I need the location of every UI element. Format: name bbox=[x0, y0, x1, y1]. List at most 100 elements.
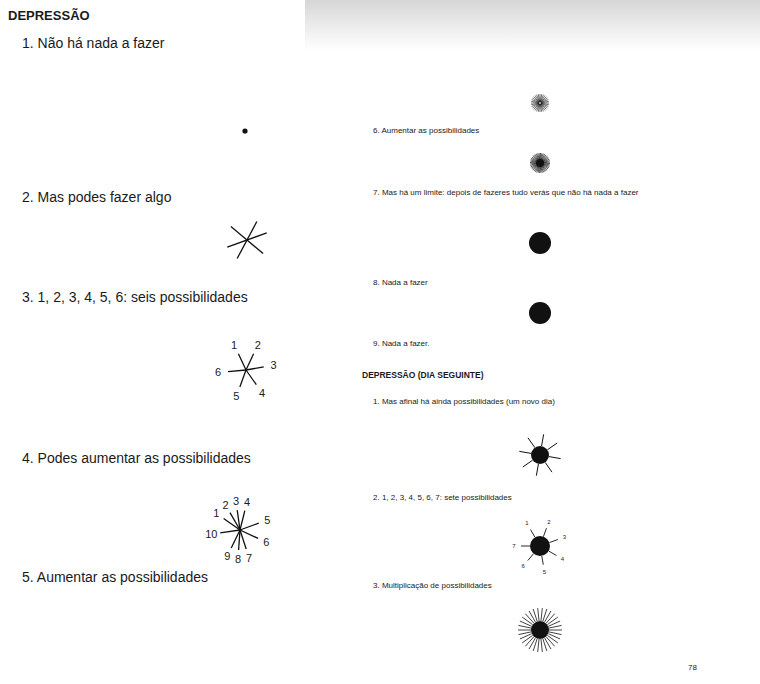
star-ray bbox=[238, 354, 246, 370]
burst-ray bbox=[518, 625, 531, 628]
burst-ray bbox=[541, 639, 542, 652]
star-ray bbox=[240, 523, 259, 530]
burst-ray bbox=[537, 95, 540, 102]
callout-number: 4 bbox=[259, 387, 265, 398]
star-ray bbox=[549, 540, 557, 543]
star-ray bbox=[528, 554, 534, 561]
star-ray bbox=[220, 530, 240, 533]
star-ray bbox=[240, 530, 246, 549]
burst-ray bbox=[522, 635, 533, 643]
burst-ray bbox=[547, 617, 558, 625]
burst-ray bbox=[545, 462, 552, 472]
burst-ray bbox=[542, 434, 544, 446]
star-ray bbox=[542, 556, 544, 565]
burst-ray bbox=[518, 632, 531, 635]
filled-circle bbox=[529, 302, 551, 324]
title: DEPRESSÃO bbox=[8, 9, 90, 24]
star-ray bbox=[246, 367, 264, 370]
callout-number: 6 bbox=[215, 367, 221, 378]
burst-ray bbox=[546, 637, 555, 647]
burst-ray bbox=[520, 621, 532, 626]
page-number: 78 bbox=[688, 663, 697, 672]
list-item: 4. Podes aumentar as possibilidades bbox=[22, 450, 251, 466]
point-dot bbox=[242, 128, 247, 133]
star-ray bbox=[549, 551, 557, 556]
burst-ray bbox=[529, 638, 536, 649]
list-item: 6. Aumentar as possibilidades bbox=[373, 126, 479, 135]
burst-ray bbox=[546, 614, 555, 624]
star-ray bbox=[228, 370, 246, 372]
callout-number: 1 bbox=[213, 508, 219, 519]
burst-ray bbox=[520, 634, 532, 639]
burst-ray bbox=[547, 635, 558, 643]
callout-number: 7 bbox=[512, 543, 515, 549]
filled-circle bbox=[531, 621, 549, 639]
filled-circle bbox=[536, 159, 544, 167]
burst-ray bbox=[538, 94, 540, 102]
burst-ray bbox=[525, 637, 534, 647]
callout-number: 2 bbox=[547, 519, 550, 525]
callout-number: 2 bbox=[255, 339, 261, 350]
burst-ray bbox=[540, 104, 543, 111]
burst-ray bbox=[523, 460, 533, 467]
star-ray bbox=[521, 546, 530, 547]
star-ray bbox=[240, 511, 245, 530]
burst-ray bbox=[540, 104, 542, 112]
burst-ray bbox=[541, 100, 548, 103]
burst-ray bbox=[547, 443, 557, 450]
burst-ray bbox=[538, 639, 539, 652]
callout-number: 10 bbox=[205, 529, 217, 540]
burst-ray bbox=[549, 630, 562, 631]
burst-ray bbox=[528, 438, 535, 448]
list-item: 8. Nada a fazer bbox=[373, 278, 428, 287]
star-ray bbox=[237, 510, 240, 530]
burst-ray bbox=[548, 634, 560, 639]
callout-number: 1 bbox=[525, 520, 528, 526]
star-ray bbox=[231, 530, 240, 548]
callout-number: 5 bbox=[233, 391, 239, 402]
burst-ray bbox=[519, 451, 531, 453]
callout-number: 6 bbox=[522, 563, 525, 569]
list-item: 2. Mas podes fazer algo bbox=[22, 189, 171, 205]
callout-number: 3 bbox=[563, 534, 566, 540]
star-ray bbox=[543, 528, 546, 536]
burst-ray bbox=[545, 611, 552, 622]
callout-number: 8 bbox=[235, 553, 241, 564]
filled-circle bbox=[529, 232, 551, 254]
star-ray bbox=[246, 370, 256, 385]
callout-number: 4 bbox=[244, 496, 250, 507]
callout-number: 5 bbox=[264, 515, 270, 526]
burst-ray bbox=[532, 103, 539, 106]
callout-number: 4 bbox=[561, 556, 564, 562]
page-shadow bbox=[305, 0, 760, 50]
burst-ray bbox=[536, 464, 538, 476]
callout-number: 3 bbox=[271, 360, 277, 371]
callout-number: 5 bbox=[543, 569, 546, 575]
list-item: 2. 1, 2, 3, 4, 5, 6, 7: sete possibilida… bbox=[373, 493, 512, 502]
list-item: 3. Multiplicação de possibilidades bbox=[373, 581, 492, 590]
burst-ray bbox=[522, 617, 533, 625]
callout-number: 6 bbox=[263, 537, 269, 548]
filled-circle bbox=[531, 446, 549, 464]
callout-number: 3 bbox=[233, 496, 239, 507]
burst-ray bbox=[531, 103, 539, 105]
burst-ray bbox=[549, 632, 562, 635]
burst-ray bbox=[533, 609, 537, 621]
section-heading: DEPRESSÃO (DIA SEGUINTE) bbox=[362, 371, 484, 381]
burst-ray bbox=[518, 630, 531, 631]
list-item: 1. Não há nada a fazer bbox=[22, 35, 164, 51]
burst-ray bbox=[548, 621, 560, 626]
list-item: 1. Mas afinal há ainda possibilidades (u… bbox=[373, 397, 555, 406]
callout-number: 7 bbox=[246, 552, 252, 563]
burst-ray bbox=[541, 101, 549, 103]
star-ray bbox=[240, 370, 246, 387]
list-item: 5. Aumentar as possibilidades bbox=[22, 569, 208, 585]
burst-ray bbox=[549, 457, 561, 459]
callout-number: 2 bbox=[222, 499, 228, 510]
burst-ray bbox=[525, 614, 534, 624]
list-item: 7. Mas há um limite: depois de fazeres t… bbox=[373, 188, 639, 197]
burst-ray bbox=[541, 608, 542, 621]
star-line bbox=[231, 227, 263, 254]
filled-circle bbox=[530, 536, 550, 556]
